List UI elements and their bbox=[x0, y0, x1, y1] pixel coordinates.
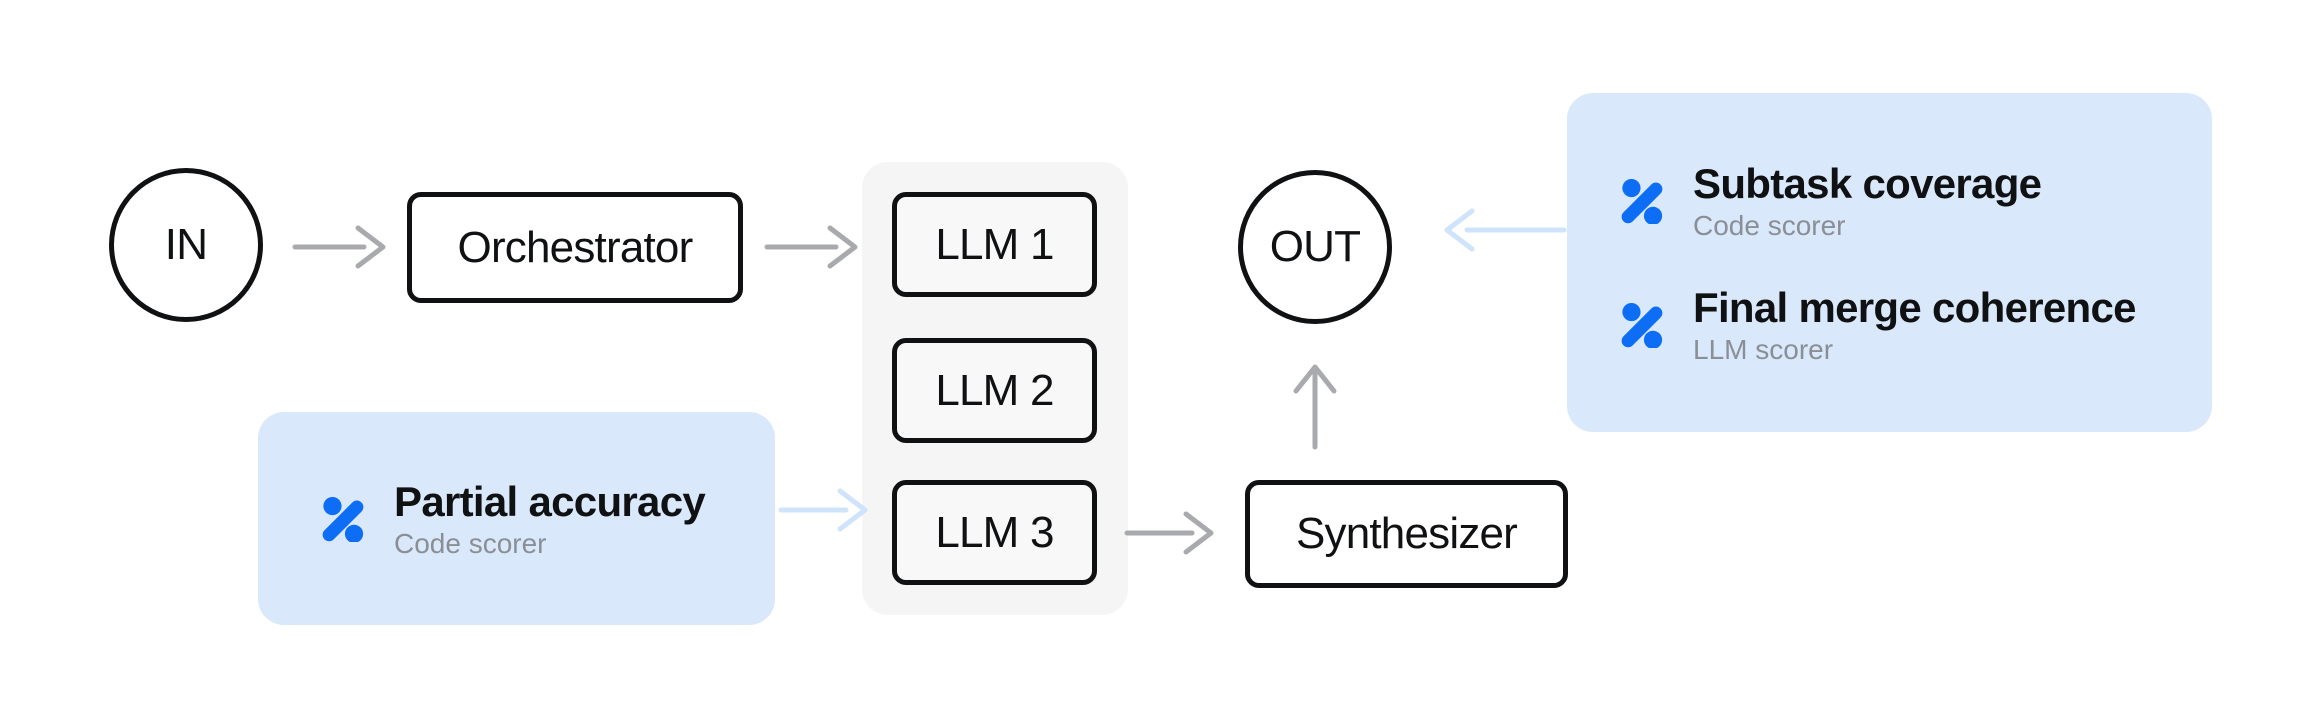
arrow-orchestrator-to-workers bbox=[764, 225, 858, 269]
scorer-title: Final merge coherence bbox=[1693, 283, 2137, 331]
partial-accuracy-scorer-card: Partial accuracy Code scorer bbox=[258, 412, 775, 625]
arrow-partial-accuracy-to-llm3 bbox=[778, 488, 868, 532]
scorer-subtitle: LLM scorer bbox=[1693, 333, 1834, 365]
arrow-synthesizer-to-out bbox=[1293, 364, 1337, 450]
synthesizer-node-label: Synthesizer bbox=[1295, 509, 1518, 558]
arrow-scorers-to-out bbox=[1444, 208, 1567, 252]
scorer-row: Final merge coherence LLM scorer bbox=[1619, 283, 2212, 367]
scorer-row: Subtask coverage Code scorer bbox=[1619, 159, 2212, 243]
orchestrator-node-label: Orchestrator bbox=[457, 222, 694, 272]
output-node-label: OUT bbox=[1269, 222, 1361, 271]
percent-scorer-icon bbox=[322, 496, 364, 542]
worker-node-llm2: LLM 2 bbox=[892, 338, 1097, 443]
worker-node-label: LLM 1 bbox=[935, 219, 1054, 269]
scorer-row: Partial accuracy Code scorer bbox=[320, 477, 775, 561]
percent-scorer-icon bbox=[1621, 178, 1663, 224]
scorer-subtitle: Code scorer bbox=[1693, 209, 1846, 241]
orchestrator-node: Orchestrator bbox=[407, 192, 743, 303]
worker-node-label: LLM 3 bbox=[935, 507, 1054, 557]
scorer-title: Subtask coverage bbox=[1693, 159, 2042, 207]
input-node-label: IN bbox=[164, 220, 208, 269]
input-node: IN bbox=[109, 168, 263, 322]
arrow-in-to-orchestrator bbox=[292, 225, 386, 269]
scorer-title: Partial accuracy bbox=[394, 477, 706, 525]
worker-node-llm3: LLM 3 bbox=[892, 480, 1097, 585]
arrow-llm3-to-synthesizer bbox=[1124, 511, 1214, 555]
synthesizer-node: Synthesizer bbox=[1245, 480, 1568, 588]
worker-node-llm1: LLM 1 bbox=[892, 192, 1097, 297]
percent-scorer-icon bbox=[1621, 302, 1663, 348]
output-scorers-card: Subtask coverage Code scorer Final merge… bbox=[1567, 93, 2212, 432]
scorer-subtitle: Code scorer bbox=[394, 527, 547, 559]
worker-node-label: LLM 2 bbox=[935, 365, 1054, 415]
output-node: OUT bbox=[1238, 170, 1392, 324]
